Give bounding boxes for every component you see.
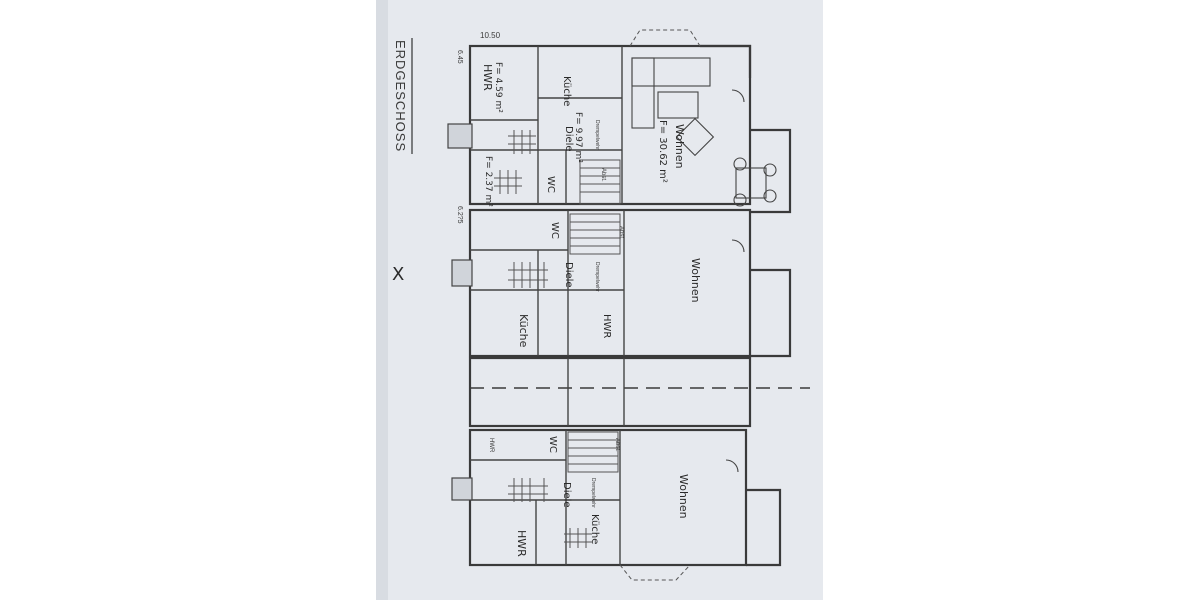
unit-c-hwr-small-label: HWR [488,438,494,453]
staircases [567,159,621,473]
unit-c-diele-label: Diele [561,482,572,508]
dimension-left-1: 6.45 [456,50,463,64]
unit-a-stairs-note: Drempelwehr [594,120,600,150]
unit-b-stairs-note: Drempelwehr [594,262,600,292]
unit-a-kueche-area: F= 9.97 m² [573,112,583,163]
unit-c-abst-label: Abst. [614,438,620,452]
unit-a-kueche-label: Küche [561,76,572,106]
unit-a-hwr-area: F= 4.59 m² [493,62,503,113]
unit-a-wc-area: F= 2.37 m² [483,156,493,207]
unit-b-kueche-label: Küche [517,314,530,348]
unit-a-wohnen-area: F= 30.62 m² [657,120,668,183]
living-room-furniture [631,57,777,473]
title-block: ERDGESCHOSS [393,38,413,154]
unit-c-stairs-note: Drempelwehr [590,478,596,508]
unit-c-hwr-label: HWR [515,530,528,557]
unit-c-kueche-label: Küche [589,514,600,544]
unit-a-abst-label: Abst. [600,168,606,182]
unit-c-labels: WC Diele HWR Küche Wohnen Abst. Drempelw… [488,436,690,557]
unit-b-labels: WC Diele Küche HWR Wohnen Abst. Drempelw… [517,222,702,348]
unit-a-hwr-label: HWR [481,64,494,91]
tile-hatching [494,130,592,548]
paper-sheet [376,0,823,600]
bay-windows [619,29,701,581]
unit-a-wohnen-label: Wohnen [673,124,686,169]
dimension-top: 10.50 [480,31,501,40]
drawing-title: ERDGESCHOSS [393,40,408,152]
unit-c-wohnen-label: Wohnen [677,474,690,519]
north-arrow: X [392,264,404,285]
unit-b-abst-label: Abst. [618,226,624,240]
unit-b-wohnen-label: Wohnen [689,258,702,303]
unit-a-labels: HWR F= 4.59 m² Küche F= 9.97 m² Diele WC… [481,62,686,207]
entrance-steps [447,123,473,501]
unit-a-diele-label: Diele [563,126,574,152]
unit-c-wc-label: WC [547,436,558,453]
unit-a-wc-label: WC [545,176,556,193]
unit-b-hwr-label: HWR [601,314,612,338]
unit-b-wc-label: WC [549,222,560,239]
dimension-left-2: 6.2?5 [456,206,463,224]
paper-shadow [376,0,388,600]
unit-b-diele-label: Diele [563,262,574,288]
